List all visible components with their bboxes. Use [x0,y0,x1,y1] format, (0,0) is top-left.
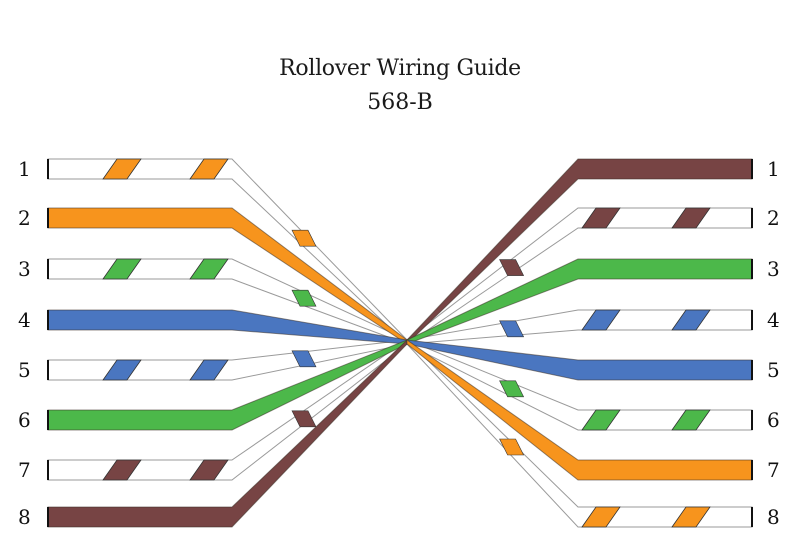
wire-stripe [189,158,229,180]
left-pin-label-1: 1 [18,157,31,181]
wire-stripe [291,229,317,247]
left-pin-label-7: 7 [18,458,31,482]
wire-stripe [189,258,229,280]
wire-stripe [671,207,711,229]
wire-stripe [102,258,142,280]
right-wire-pin-5 [406,339,753,381]
wire-stripe [499,259,525,276]
right-pin-label-2: 2 [767,206,780,230]
diagram-subtitle: 568-B [367,90,433,115]
wire-stripe [189,459,229,481]
left-wire-pin-1 [47,158,408,346]
right-pin-label-1: 1 [767,157,780,181]
wire-body [406,339,753,381]
right-wire-pin-4 [406,309,753,345]
left-pin-label-4: 4 [18,308,31,332]
left-wire-pin-5 [47,339,408,381]
wire-stripe [291,289,317,307]
wire-stripe [102,459,142,481]
wire-stripe [581,506,621,528]
left-pin-label-2: 2 [18,206,31,230]
wire-stripe [499,380,525,398]
wire-stripe [499,320,525,338]
diagram-title: Rollover Wiring Guide [279,56,521,81]
wire-stripe [671,409,711,431]
left-pin-label-6: 6 [18,408,31,432]
right-pin-label-5: 5 [767,358,780,382]
left-pin-label-5: 5 [18,358,31,382]
wire-stripe [581,309,621,331]
right-pin-label-6: 6 [767,408,780,432]
left-wire-pin-7 [47,339,408,481]
wire-stripe [671,506,711,528]
left-pin-label-3: 3 [18,257,31,281]
wire-stripe [102,359,142,381]
left-wire-pin-3 [47,258,408,345]
right-pin-label-4: 4 [767,308,780,332]
wire-stripe [189,359,229,381]
wire-stripe [102,158,142,180]
wire-stripe [581,207,621,229]
right-pin-label-3: 3 [767,257,780,281]
wire-stripe [291,350,317,368]
wire-stripe [499,438,525,456]
right-pin-label-7: 7 [767,458,780,482]
left-pin-label-8: 8 [18,505,31,529]
wire-stripe [581,409,621,431]
right-wire-pin-7 [406,339,753,481]
right-pin-label-8: 8 [767,505,780,529]
wire-stripe [671,309,711,331]
